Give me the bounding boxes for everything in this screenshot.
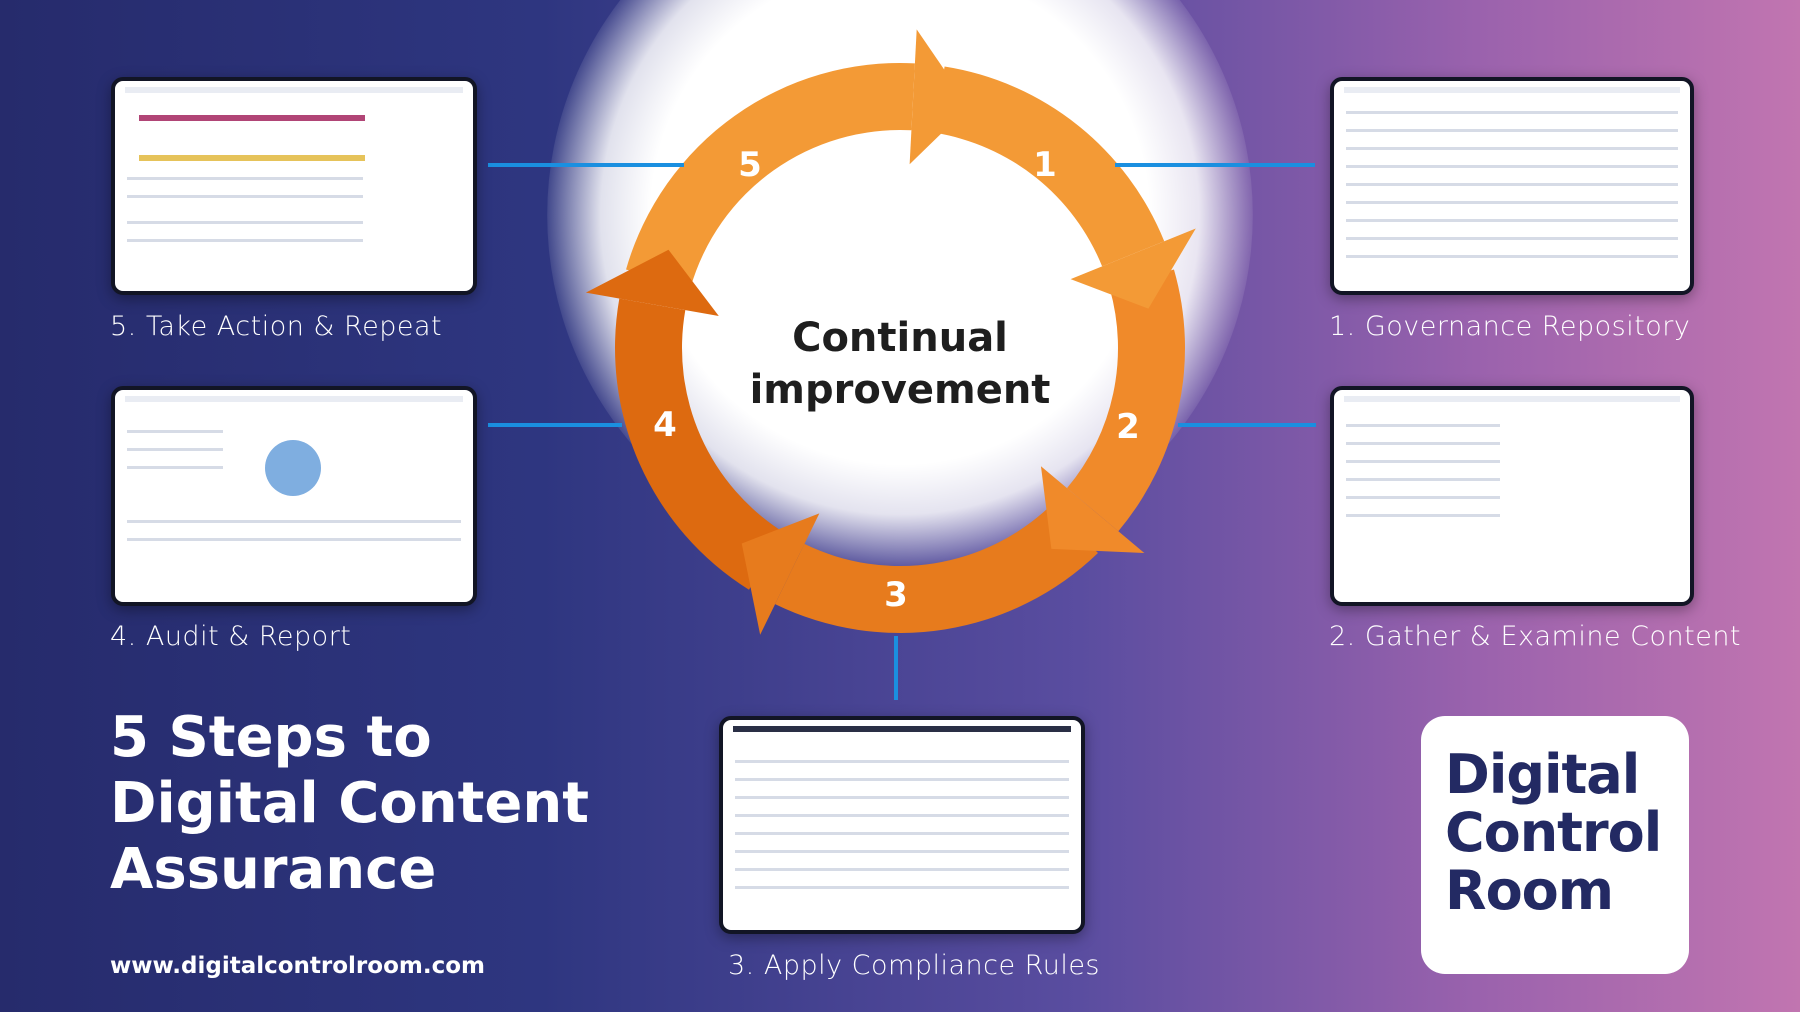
connector-step-2 [1178, 423, 1316, 427]
screenshot-governance-repository [1330, 77, 1694, 295]
center-title: Continual improvement [700, 312, 1100, 416]
connector-step-5 [488, 163, 684, 167]
step-label-5: 5. Take Action & Repeat [110, 311, 443, 342]
screenshot-gather-examine [1330, 386, 1694, 606]
ring-segment-1 [626, 63, 915, 288]
step-label-2: 2. Gather & Examine Content [1329, 621, 1742, 652]
cycle-arrowheads [585, 29, 1196, 635]
logo-line-3: Room [1445, 859, 1614, 922]
center-title-line-2: improvement [749, 367, 1051, 413]
cycle-number-4: 4 [653, 405, 677, 445]
step-label-1: 1. Governance Repository [1329, 311, 1691, 342]
logo-line-1: Digital [1445, 743, 1640, 806]
step-label-3: 3. Apply Compliance Rules [728, 950, 1101, 981]
screenshot-take-action [111, 77, 477, 295]
ring-arrowhead-5 [585, 249, 719, 317]
center-title-line-1: Continual [792, 315, 1008, 361]
ring-arrowhead-3 [1040, 466, 1145, 554]
headline: 5 Steps to Digital Content Assurance [110, 705, 589, 903]
headline-line-3: Assurance [110, 837, 437, 902]
headline-line-1: 5 Steps to [110, 705, 432, 770]
ring-arrowhead-1 [909, 29, 970, 165]
ring-segment-5 [615, 298, 785, 590]
screenshot-audit-report [111, 386, 477, 606]
ring-segment-3 [1066, 269, 1185, 532]
cycle-ring [615, 63, 1185, 633]
connector-step-3 [894, 636, 898, 700]
ring-segment-4 [775, 504, 1098, 633]
cycle-number-3: 3 [884, 575, 908, 615]
logo-line-2: Control [1445, 801, 1662, 864]
cycle-number-5: 5 [738, 145, 762, 185]
connector-step-1 [1115, 163, 1315, 167]
ring-arrowhead-4 [741, 513, 820, 635]
screenshot-apply-compliance [719, 716, 1085, 934]
connector-step-4 [488, 423, 622, 427]
step-label-4: 4. Audit & Report [110, 621, 352, 652]
headline-line-2: Digital Content [110, 771, 590, 836]
cycle-number-2: 2 [1116, 407, 1140, 447]
cycle-number-1: 1 [1033, 145, 1057, 185]
ring-segment-2 [934, 66, 1165, 267]
website-url: www.digitalcontrolroom.com [110, 953, 485, 979]
ring-arrowhead-2 [1070, 228, 1196, 309]
digital-control-room-logo: Digital Control Room [1421, 716, 1689, 974]
